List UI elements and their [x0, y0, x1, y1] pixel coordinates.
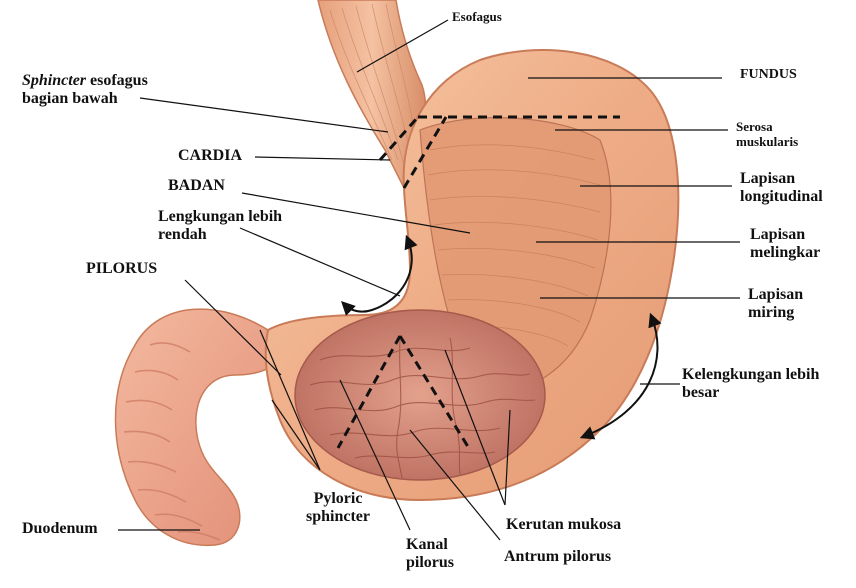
label-lapisan-melingkar: Lapisan melingkar [750, 226, 820, 263]
label-melingkar-line2: melingkar [750, 244, 820, 262]
label-antrum-pilorus: Antrum pilorus [504, 548, 611, 566]
label-miring-line1: Lapisan [748, 286, 803, 304]
label-sphincter-rest: esofagus [86, 72, 148, 89]
label-esofagus: Esofagus [452, 10, 502, 25]
label-kanal-line1: Kanal [406, 536, 454, 554]
label-serosa-line1: Serosa [736, 120, 798, 135]
label-fundus: FUNDUS [740, 67, 797, 83]
label-lengkungan-line1: Lengkungan lebih [158, 208, 282, 226]
label-kanal-line2: pilorus [406, 554, 454, 572]
label-longitudinal-line2: longitudinal [740, 188, 823, 206]
label-kerutan-mukosa: Kerutan mukosa [506, 516, 621, 534]
label-miring-line2: miring [748, 304, 803, 322]
label-pyloric-sphincter: Pyloric sphincter [306, 490, 370, 527]
label-pyloric-line2: sphincter [306, 508, 370, 526]
label-lapisan-miring: Lapisan miring [748, 286, 803, 323]
label-kanal-pilorus: Kanal pilorus [406, 536, 454, 573]
label-sphincter-esofagus: Sphincter esofagus bagian bawah [22, 72, 148, 109]
label-lapisan-longitudinal: Lapisan longitudinal [740, 170, 823, 207]
label-kelengkungan-line2: besar [682, 384, 819, 402]
label-serosa-line2: muskularis [736, 135, 798, 150]
label-longitudinal-line1: Lapisan [740, 170, 823, 188]
label-cardia: CARDIA [178, 147, 242, 165]
label-badan: BADAN [168, 177, 225, 195]
label-pilorus: PILORUS [86, 260, 157, 278]
label-serosa-muskularis: Serosa muskularis [736, 120, 798, 150]
label-melingkar-line1: Lapisan [750, 226, 820, 244]
label-lengkungan-line2: rendah [158, 226, 282, 244]
label-kelengkungan-lebih-besar: Kelengkungan lebih besar [682, 366, 819, 403]
label-sphincter-italic: Sphincter [22, 72, 86, 89]
label-lengkungan-lebih-rendah: Lengkungan lebih rendah [158, 208, 282, 245]
label-kelengkungan-line1: Kelengkungan lebih [682, 366, 819, 384]
label-sphincter-line2: bagian bawah [22, 90, 148, 108]
label-pyloric-line1: Pyloric [306, 490, 370, 508]
duodenum-shape [115, 309, 280, 545]
label-duodenum: Duodenum [22, 520, 98, 538]
